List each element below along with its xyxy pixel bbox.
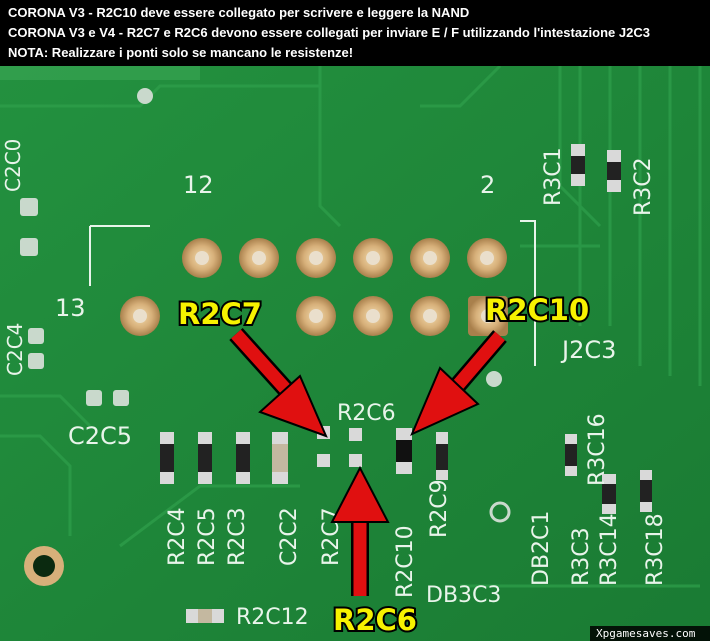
pcb-traces	[0, 66, 702, 588]
silk-r3c1: R3C1	[541, 147, 566, 206]
red-arrows	[229, 327, 507, 596]
watermark: Xpgamesaves.com	[596, 627, 696, 640]
header-outline	[89, 220, 536, 366]
arrow-r2c7	[229, 327, 328, 438]
silk-r2c3: R2C3	[225, 507, 250, 566]
silk-c2c4: C2C4	[3, 323, 27, 376]
instruction-line-1: CORONA V3 - R2C10 deve essere collegato …	[8, 5, 470, 20]
silk-r3c18: R3C18	[643, 513, 668, 586]
arrow-r2c6	[330, 465, 390, 596]
silk-r3c16: R3C16	[585, 413, 610, 486]
silk-r2c12: R2C12	[236, 605, 309, 630]
misc-pads-left	[20, 88, 511, 523]
silk-db2c1: DB2C1	[529, 511, 554, 586]
silk-c2c5: C2C5	[68, 422, 132, 450]
instruction-line-3: NOTA: Realizzare i ponti solo se mancano…	[8, 45, 354, 60]
silk-db3c3: DB3C3	[426, 583, 501, 608]
smd-components	[160, 144, 652, 623]
pcb-illustration: 12 2 13 R2C6 J2C3 C2C5 R3C1 R3C2 C2C0 C2…	[0, 66, 710, 641]
silk-r2c10: R2C10	[393, 525, 418, 598]
silk-r2c9: R2C9	[427, 479, 452, 538]
callout-r2c7: R2C7	[178, 297, 262, 331]
silk-r2c6: R2C6	[337, 401, 396, 426]
silk-band	[0, 66, 200, 80]
silk-pin2: 2	[480, 171, 495, 199]
silk-r3c2: R3C2	[631, 157, 656, 216]
header-pads-bottom-row	[120, 296, 508, 336]
instruction-line-2: CORONA V3 e V4 - R2C7 e R2C6 devono esse…	[8, 25, 650, 40]
silk-c2c2: C2C2	[277, 507, 302, 566]
silk-r3c14: R3C14	[597, 513, 622, 586]
header-pads-top-row	[182, 238, 507, 278]
pcb-photo: 12 2 13 R2C6 J2C3 C2C5 R3C1 R3C2 C2C0 C2…	[0, 66, 710, 641]
silkscreen-labels: 12 2 13 R2C6 J2C3 C2C5 R3C1 R3C2 C2C0 C2…	[1, 139, 668, 630]
instruction-header: CORONA V3 - R2C10 deve essere collegato …	[0, 0, 710, 66]
callout-r2c6: R2C6	[333, 603, 417, 637]
silk-c2c0: C2C0	[1, 139, 25, 192]
callout-r2c10: R2C10	[485, 293, 589, 327]
silk-pin13: 13	[55, 294, 86, 322]
silk-r2c5: R2C5	[195, 507, 220, 566]
arrow-r2c10	[410, 330, 507, 436]
silk-r3c3: R3C3	[569, 527, 594, 586]
watermark-bg	[590, 626, 710, 641]
silk-r2c4: R2C4	[165, 507, 190, 566]
silk-pin12: 12	[183, 171, 214, 199]
silk-j2c3: J2C3	[560, 336, 616, 364]
